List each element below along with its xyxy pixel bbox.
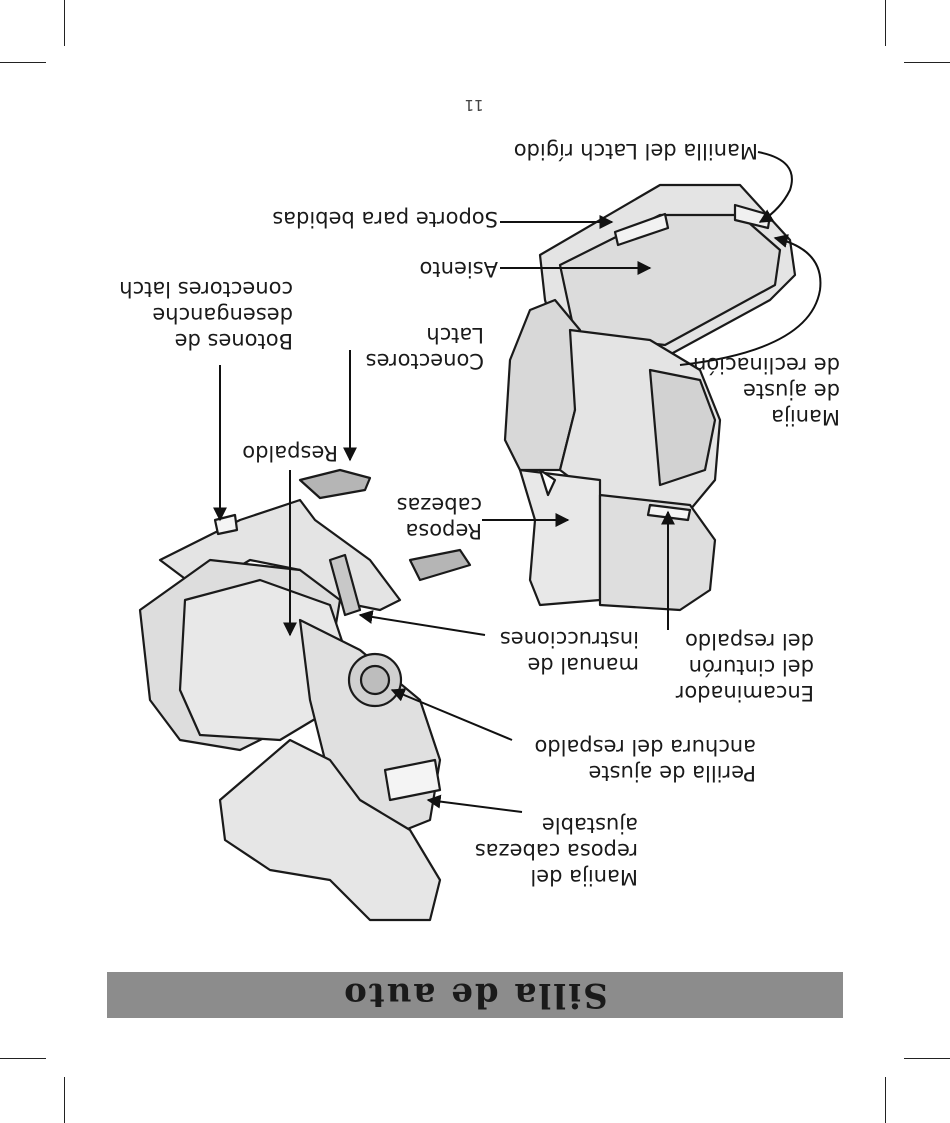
label-line: del cinturón [688, 655, 814, 679]
label-text: Respaldo [242, 441, 338, 465]
section-title: Silla de auto [342, 975, 608, 1015]
label-reposa-cabezas: Reposa cabezas [390, 488, 483, 544]
crop-mark [904, 62, 950, 63]
crop-mark [64, 0, 65, 46]
label-manija-reclinacion: Manija de ajuste de reclinación [678, 346, 840, 430]
label-line: Perilla de ajuste [588, 761, 756, 785]
label-manija-reposa-cabezas: Manija del reposa cabezas ajustable [462, 806, 638, 890]
section-title-bar: Silla de auto [107, 972, 843, 1018]
label-line: Reposa [405, 519, 482, 543]
label-conectores-latch: Conectores Latch [352, 318, 484, 374]
crop-mark [0, 62, 46, 63]
label-line: cabezas [396, 493, 483, 517]
label-manual-instrucciones: manual de instrucciones [487, 622, 639, 678]
label-line: de ajuste [742, 379, 840, 403]
crop-mark [885, 0, 886, 46]
label-line: Encaminador [675, 681, 814, 705]
label-text: Manilla del Latch rígido [513, 139, 758, 163]
label-encaminador: Encaminador del cinturón del respaldo [668, 622, 814, 706]
crop-mark [0, 1058, 46, 1059]
label-line: Botones de [174, 329, 293, 353]
label-line: manual de [527, 653, 639, 677]
label-line: Latch [426, 323, 484, 347]
label-line: desenganche [152, 303, 293, 327]
label-line: Manija [771, 405, 840, 429]
label-manilla-latch-rigido: Manilla del Latch rígido [488, 138, 758, 164]
label-line: Manija del [530, 865, 638, 889]
label-text: Asiento [419, 257, 498, 281]
crop-mark [885, 1077, 886, 1123]
crop-mark [64, 1077, 65, 1123]
label-perilla-ajuste: Perilla de ajuste anchura del respaldo [512, 730, 756, 786]
label-soporte-bebidas: Soporte para bebidas [252, 206, 498, 232]
label-line: del respaldo [684, 629, 814, 653]
label-line: instrucciones [499, 627, 639, 651]
label-line: anchura del respaldo [534, 735, 756, 759]
label-botones-desenganche: Botones de desenganche conectores latch [107, 270, 293, 354]
label-line: ajustable [541, 813, 638, 837]
callout-leaders [213, 151, 822, 813]
label-text: Soporte para bebidas [272, 207, 498, 231]
label-line: conectores latch [119, 277, 293, 301]
label-line: de reclinación [693, 353, 840, 377]
label-line: reposa cabezas [474, 839, 638, 863]
label-line: Conectores [365, 349, 484, 373]
label-asiento: Asiento [408, 256, 498, 282]
crop-mark [904, 1058, 950, 1059]
label-respaldo: Respaldo [234, 440, 338, 466]
backrest-drawing [138, 468, 472, 922]
